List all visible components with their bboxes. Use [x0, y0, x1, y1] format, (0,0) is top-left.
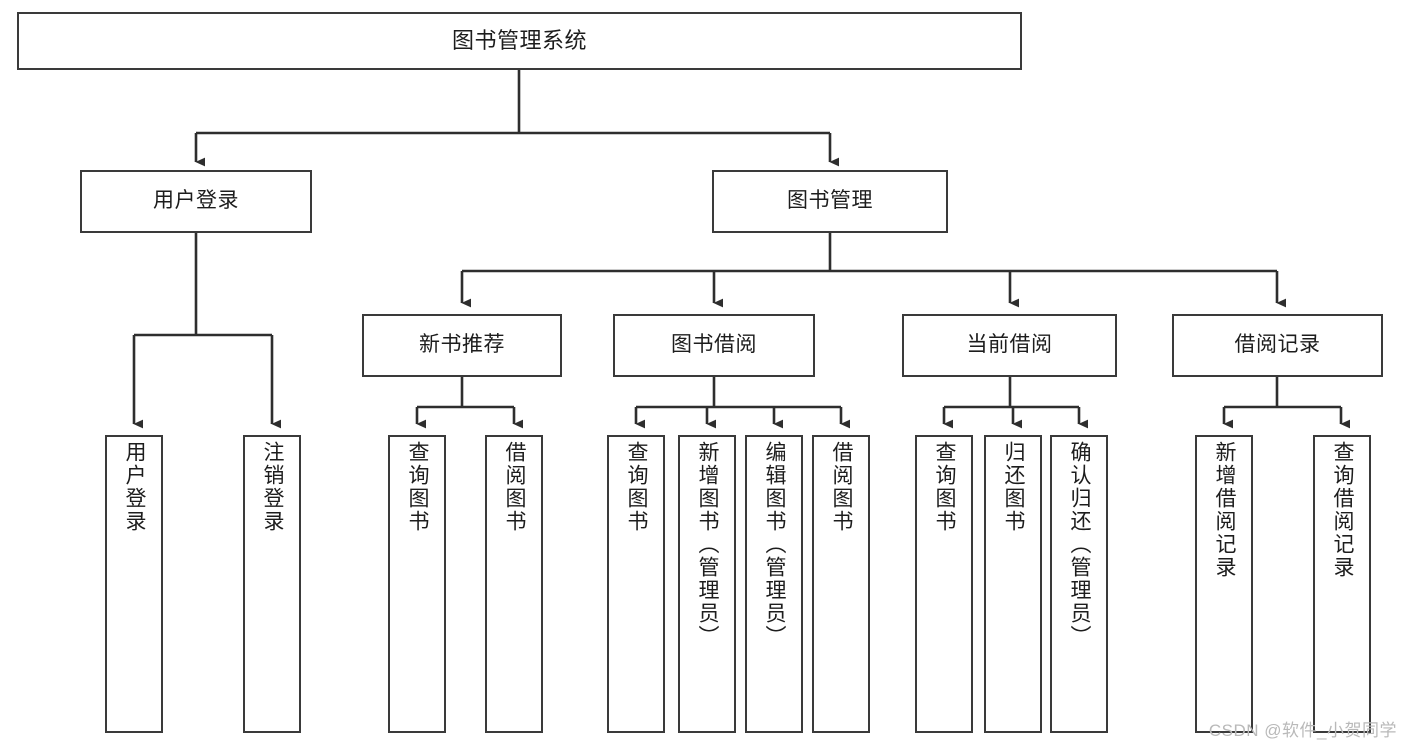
leaf-record-add-record[interactable]: 新增借阅记录: [1195, 435, 1253, 733]
node-label: 新增借阅记录: [1213, 441, 1237, 579]
watermark: CSDN @软件_小贺同学: [1208, 721, 1397, 740]
node-label: 借阅图书: [503, 441, 527, 533]
node-book-borrow[interactable]: 图书借阅: [613, 314, 815, 377]
leaf-user-login-login[interactable]: 用户登录: [105, 435, 163, 733]
node-label: 新书推荐: [419, 333, 505, 357]
node-label: 查询图书: [933, 441, 957, 533]
node-label: 借阅图书: [830, 441, 854, 533]
node-label: 当前借阅: [966, 333, 1053, 357]
node-label: 编辑图书（管理员）: [763, 441, 787, 648]
node-new-book-recommend[interactable]: 新书推荐: [362, 314, 562, 377]
node-label: 用户登录: [123, 441, 147, 533]
leaf-borrow-add-book-admin[interactable]: 新增图书（管理员）: [678, 435, 736, 733]
leaf-current-query-book[interactable]: 查询图书: [915, 435, 973, 733]
leaf-borrow-borrow-book[interactable]: 借阅图书: [812, 435, 870, 733]
node-label: 图书借阅: [671, 333, 757, 357]
node-label: 查询图书: [625, 441, 649, 533]
node-current-borrow[interactable]: 当前借阅: [902, 314, 1117, 377]
leaf-current-confirm-return-admin[interactable]: 确认归还（管理员）: [1050, 435, 1108, 733]
node-label: 用户登录: [153, 189, 239, 213]
node-label: 确认归还（管理员）: [1068, 441, 1092, 648]
leaf-user-login-logout[interactable]: 注销登录: [243, 435, 301, 733]
leaf-current-return-book[interactable]: 归还图书: [984, 435, 1042, 733]
node-label: 查询借阅记录: [1331, 441, 1355, 579]
node-label: 借阅记录: [1234, 333, 1321, 357]
node-user-login[interactable]: 用户登录: [80, 170, 312, 233]
node-label: 注销登录: [261, 441, 285, 533]
node-borrow-record[interactable]: 借阅记录: [1172, 314, 1383, 377]
leaf-record-query-record[interactable]: 查询借阅记录: [1313, 435, 1371, 733]
leaf-recommend-borrow-book[interactable]: 借阅图书: [485, 435, 543, 733]
node-label: 归还图书: [1002, 441, 1026, 533]
leaf-recommend-query-book[interactable]: 查询图书: [388, 435, 446, 733]
node-label: 图书管理系统: [451, 28, 587, 54]
node-label: 新增图书（管理员）: [696, 441, 720, 648]
leaf-borrow-query-book[interactable]: 查询图书: [607, 435, 665, 733]
node-root-system[interactable]: 图书管理系统: [17, 12, 1022, 70]
node-label: 图书管理: [787, 189, 873, 213]
leaf-borrow-edit-book-admin[interactable]: 编辑图书（管理员）: [745, 435, 803, 733]
node-label: 查询图书: [406, 441, 430, 533]
node-book-management[interactable]: 图书管理: [712, 170, 948, 233]
